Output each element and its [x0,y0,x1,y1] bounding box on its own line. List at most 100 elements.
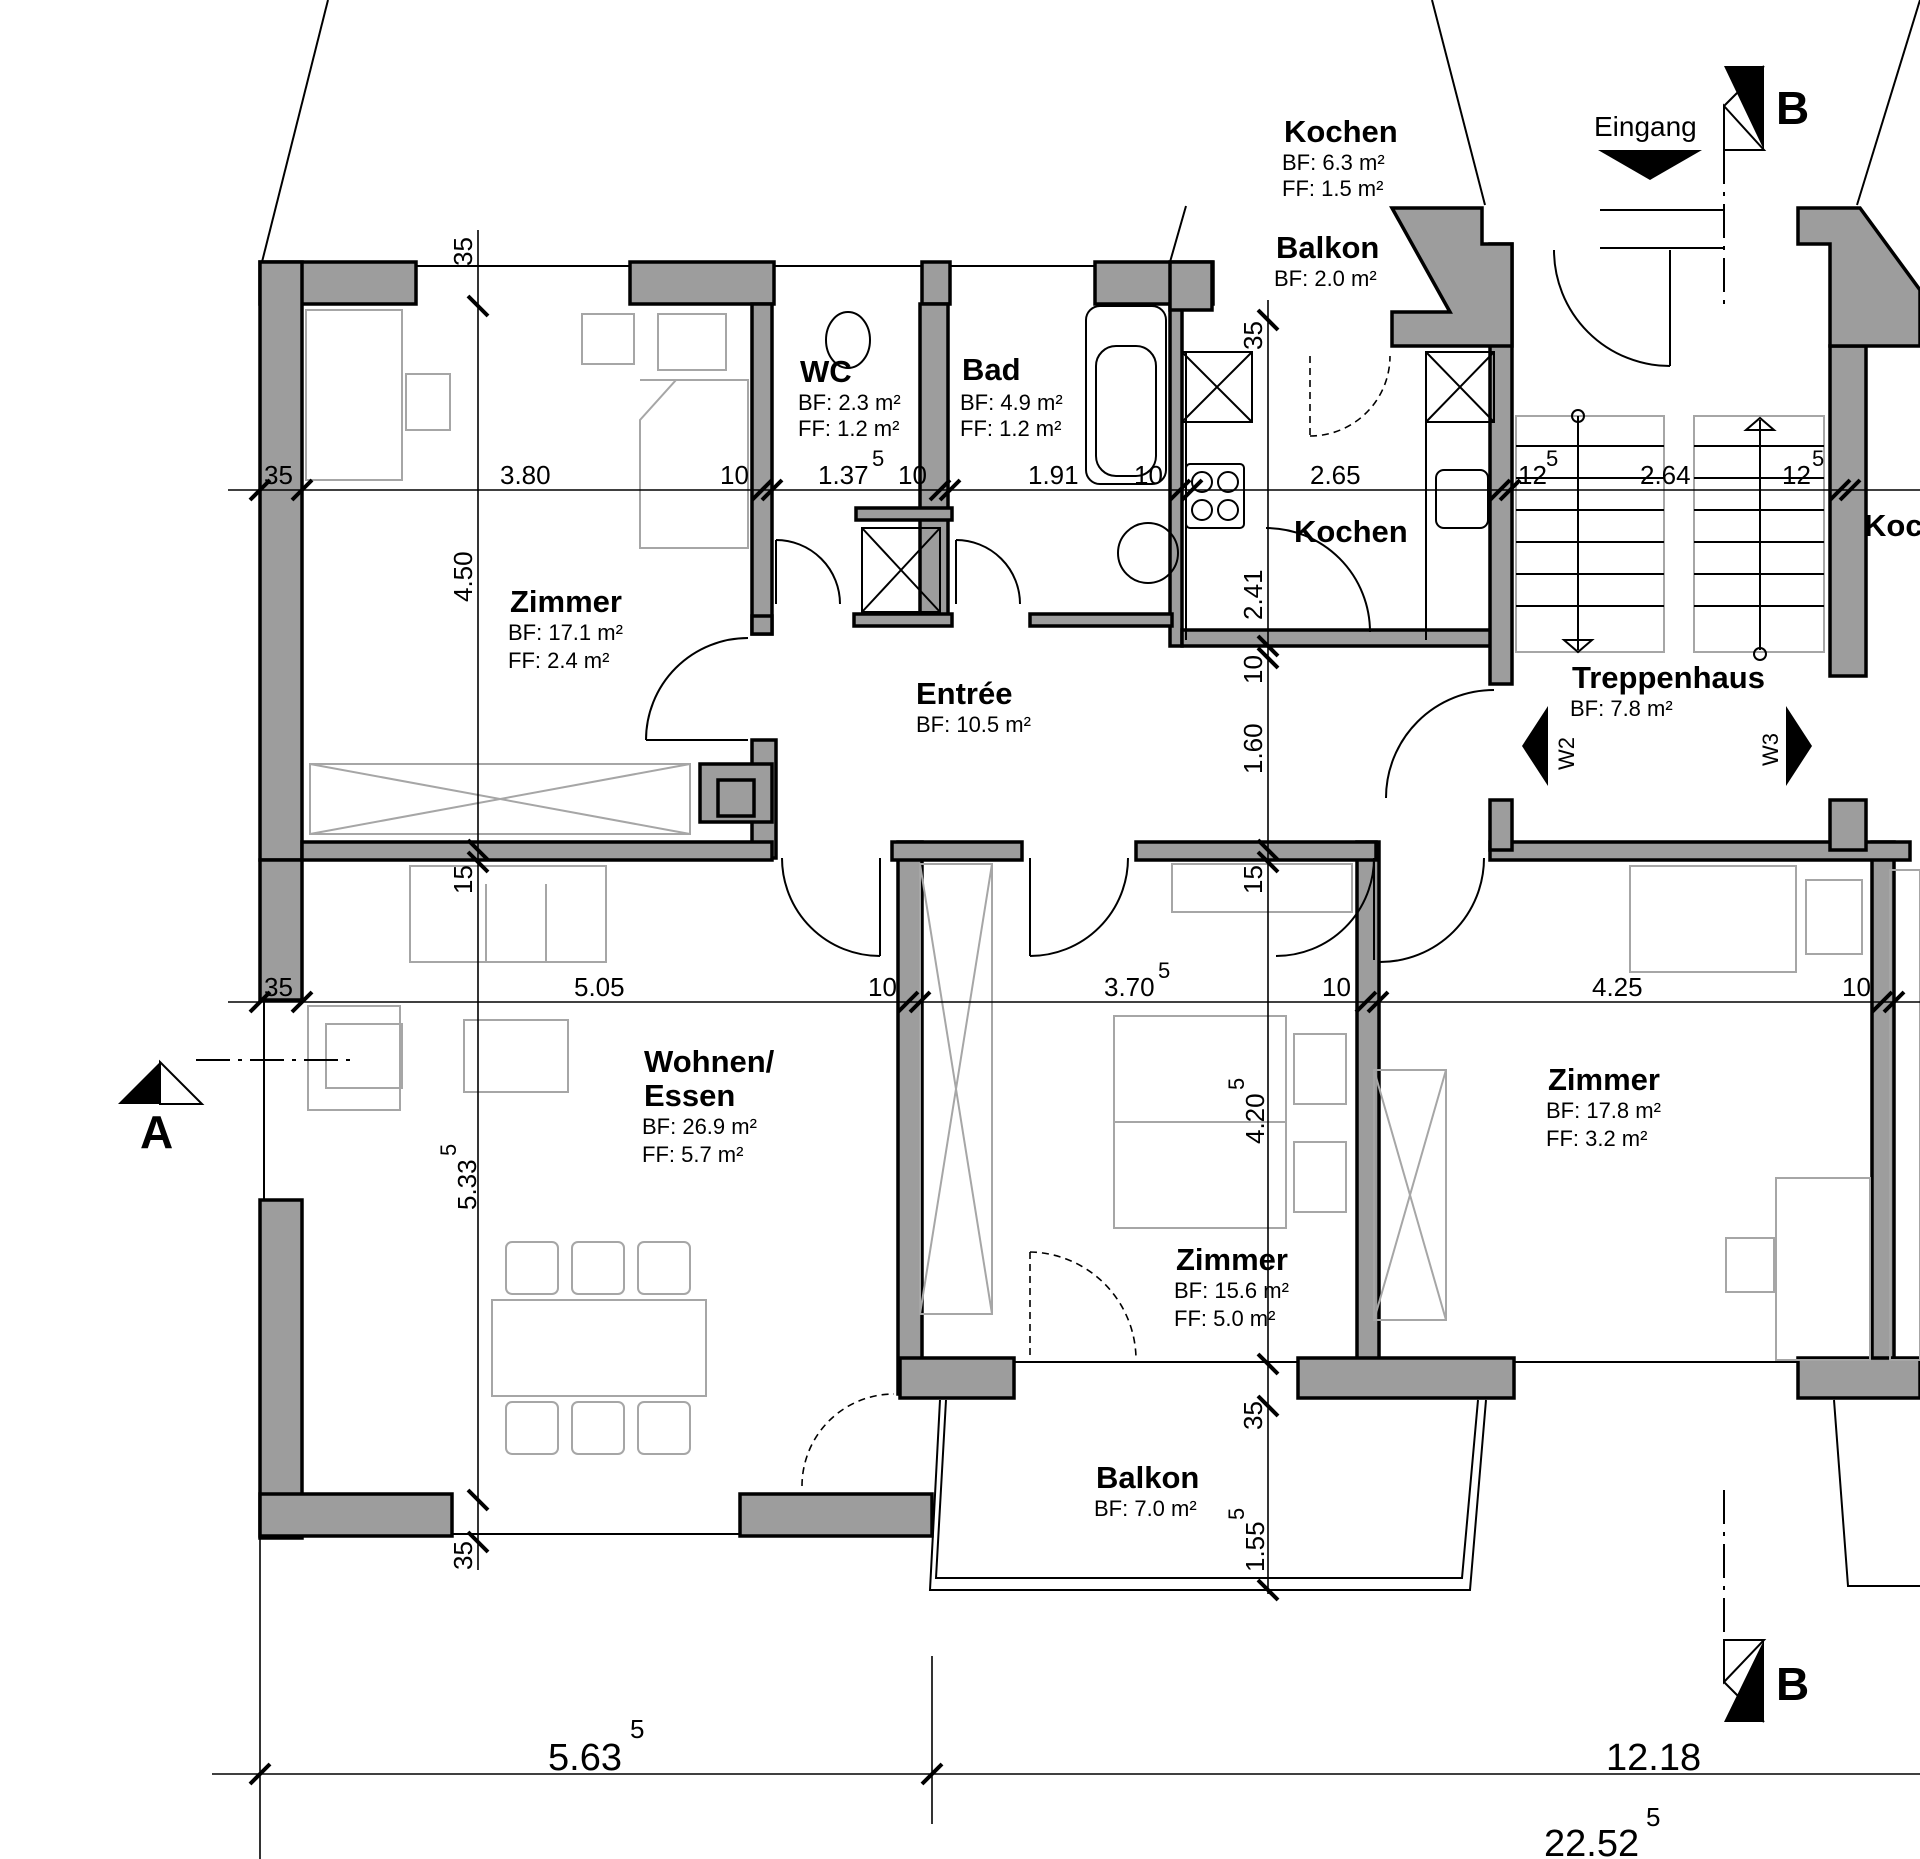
room-bf: BF: 17.1 m² [508,620,623,645]
room-label-entree: Entrée BF: 10.5 m² [916,676,1031,737]
balconies [928,205,1920,1591]
dim-text: 2.64 [1640,460,1691,490]
dim-text: 12 [1518,460,1547,490]
section-lines [196,150,1725,1640]
entrance-label: Eingang [1594,111,1697,142]
room-bf: BF: 2.0 m² [1274,266,1377,291]
dim-text: 5.05 [574,972,625,1002]
dim-overall-right: 12.18 [1606,1737,1701,1779]
dim-sup: 5 [630,1714,644,1744]
dim-sup: 5 [1224,1508,1249,1520]
walls [258,206,1920,1540]
dim-text: 3.70 [1104,972,1155,1002]
room-bf: BF: 7.8 m² [1570,696,1673,721]
dim-text: 4.25 [1592,972,1643,1002]
dim-text: 5.33 [452,1159,482,1210]
dim-text: 35 [1238,321,1268,350]
room-name: Zimmer [510,584,622,619]
room-bf: BF: 7.0 m² [1094,1496,1197,1521]
room-ff: FF: 5.7 m² [642,1142,743,1167]
dimension-row-upper: 35 3.80 10 1.37 5 10 1.91 10 2.65 12 5 2… [264,446,1824,490]
room-name: WC [800,354,852,389]
entrance-marker: Eingang [1594,111,1702,180]
wall-label-w2: W2 [1554,737,1579,770]
staircase [1515,409,1825,661]
room-ff: FF: 1.2 m² [798,416,899,441]
dimension-lines [212,230,1920,1859]
section-marker-b-bottom: B [1723,1639,1809,1723]
room-name-line2: Essen [644,1078,735,1113]
dim-text: 10 [868,972,897,1002]
room-ff: FF: 1.5 m² [1282,176,1383,201]
room-name: Kochen [1294,514,1408,549]
dim-text: 2.65 [1310,460,1361,490]
dim-text: 15 [1238,865,1268,894]
dim-text: 12 [1782,460,1811,490]
furniture [305,309,1920,1455]
dim-text: 1.91 [1028,460,1079,490]
dim-text: 35 [264,460,293,490]
room-label-zimmer-2: Zimmer BF: 15.6 m² FF: 5.0 m² [1174,1242,1289,1331]
room-label-balkon-small: Balkon BF: 2.0 m² [1274,230,1379,291]
room-name: Wohnen/ [644,1044,775,1079]
projection-lines [261,0,1920,263]
section-a-label: A [140,1106,173,1158]
room-label-zimmer-3: Zimmer BF: 17.8 m² FF: 3.2 m² [1546,1062,1661,1151]
dim-text: 2.41 [1238,569,1268,620]
room-label-wc: WC BF: 2.3 m² FF: 1.2 m² [798,354,901,441]
dim-text: 10 [1238,655,1268,684]
room-label-kochen-top: Kochen BF: 6.3 m² FF: 1.5 m² [1282,114,1398,201]
section-marker-b-top: B [1723,65,1809,151]
dimension-row-lower: 35 5.05 10 3.70 5 10 4.25 10 [264,958,1871,1002]
wall-label-w3: W3 [1758,733,1783,766]
room-ff: FF: 5.0 m² [1174,1306,1275,1331]
room-label-kochen: Kochen [1294,514,1408,549]
room-name: Kochen [1284,114,1398,149]
dim-sup: 5 [1646,1802,1660,1832]
room-bf: BF: 6.3 m² [1282,150,1385,175]
wall-markers: W2 [1522,706,1812,786]
section-marker-a: A [118,1059,205,1158]
room-label-balkon-large: Balkon BF: 7.0 m² [1094,1460,1199,1521]
room-label-kochen-neighbour: Koc [1864,508,1920,543]
dim-sup: 5 [436,1144,461,1156]
dim-overall-total: 22.52 [1544,1823,1639,1859]
room-name: Balkon [1276,230,1379,265]
dim-overall-left: 5.63 [548,1737,622,1779]
dim-text: 10 [1842,972,1871,1002]
room-ff: FF: 3.2 m² [1546,1126,1647,1151]
dim-text: 4.50 [448,551,478,602]
dim-text: 10 [1134,460,1163,490]
overall-dimensions: 5.63 5 12.18 22.52 5 [548,1714,1701,1859]
dim-text: 35 [448,1541,478,1570]
dim-text: 1.55 [1240,1521,1270,1572]
room-name: Zimmer [1548,1062,1660,1097]
dim-text: 35 [264,972,293,1002]
windows [263,265,1798,1535]
room-label-wohnen-essen: Wohnen/ Essen BF: 26.9 m² FF: 5.7 m² [642,1044,775,1167]
dimension-column-middle: 35 2.41 10 1.60 15 4.20 5 35 1.55 5 [1224,321,1270,1572]
dim-sup: 5 [1158,958,1170,983]
doors [645,249,1671,1487]
room-bf: BF: 26.9 m² [642,1114,757,1139]
dimension-column-left: 35 4.50 15 5.33 5 35 [436,237,482,1570]
room-label-zimmer-1: Zimmer BF: 17.1 m² FF: 2.4 m² [508,584,623,673]
room-bf: BF: 2.3 m² [798,390,901,415]
room-bf: BF: 15.6 m² [1174,1278,1289,1303]
fixtures [825,305,1495,640]
dim-text: 10 [898,460,927,490]
room-ff: FF: 2.4 m² [508,648,609,673]
room-name: Koc [1864,508,1920,543]
room-name: Bad [962,352,1021,387]
room-bf: BF: 17.8 m² [1546,1098,1661,1123]
dim-sup: 5 [1546,446,1558,471]
dim-text: 10 [720,460,749,490]
room-bf: BF: 4.9 m² [960,390,1063,415]
dim-sup: 5 [1812,446,1824,471]
room-name: Treppenhaus [1572,660,1765,695]
room-ff: FF: 1.2 m² [960,416,1061,441]
section-b-bottom-label: B [1776,1658,1809,1710]
room-label-treppenhaus: Treppenhaus BF: 7.8 m² [1570,660,1765,721]
dim-text: 15 [448,865,478,894]
section-b-top-label: B [1776,82,1809,134]
